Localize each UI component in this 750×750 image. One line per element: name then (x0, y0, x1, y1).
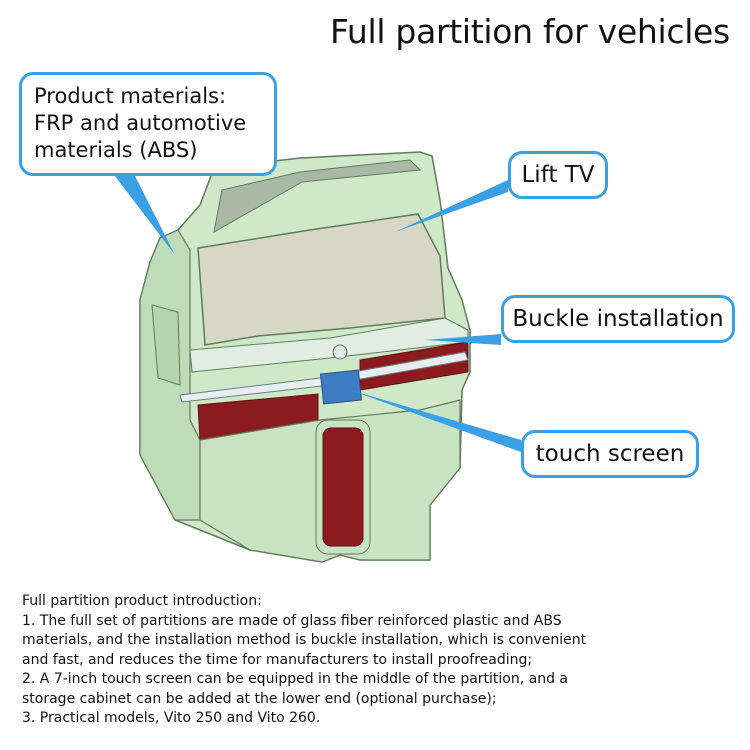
materials-line: FRP and automotive (34, 111, 247, 135)
chrome-bar (179, 351, 469, 403)
callout-buckle-installation: Buckle installation (501, 295, 735, 343)
intro-line: and fast, and reduces the time for manuf… (22, 651, 533, 668)
storage-door-frame (315, 419, 371, 555)
upper-bar (189, 317, 469, 373)
product-introduction: Full partition product introduction: 1. … (22, 592, 742, 729)
intro-line: 1. The full set of partitions are made o… (22, 612, 562, 629)
materials-line: materials (ABS) (34, 138, 198, 162)
intro-line: 3. Practical models, Vito 250 and Vito 2… (22, 710, 321, 726)
center-knob (332, 344, 348, 360)
pointer-touch (350, 390, 521, 452)
mesh-strip (213, 159, 422, 233)
pointer-lift-tv (395, 180, 508, 232)
pointer-materials (115, 176, 175, 255)
storage-door (322, 427, 364, 547)
callout-touch-screen: touch screen (521, 430, 699, 478)
intro-line: 2. A 7-inch touch screen can be equipped… (22, 671, 568, 687)
pointer-buckle (425, 334, 501, 345)
materials-line: Product materials: (34, 84, 227, 108)
intro-line: materials, and the installation method i… (22, 632, 587, 648)
page-title: Full partition for vehicles (330, 12, 730, 51)
intro-line: Full partition product introduction: (22, 593, 262, 609)
callout-materials: Product materials: FRP and automotive ma… (19, 72, 277, 176)
intro-line: storage cabinet can be added at the lowe… (22, 690, 497, 707)
callout-lift-tv: Lift TV (508, 151, 608, 199)
touch-screen (319, 369, 363, 405)
side-pocket (151, 304, 181, 386)
